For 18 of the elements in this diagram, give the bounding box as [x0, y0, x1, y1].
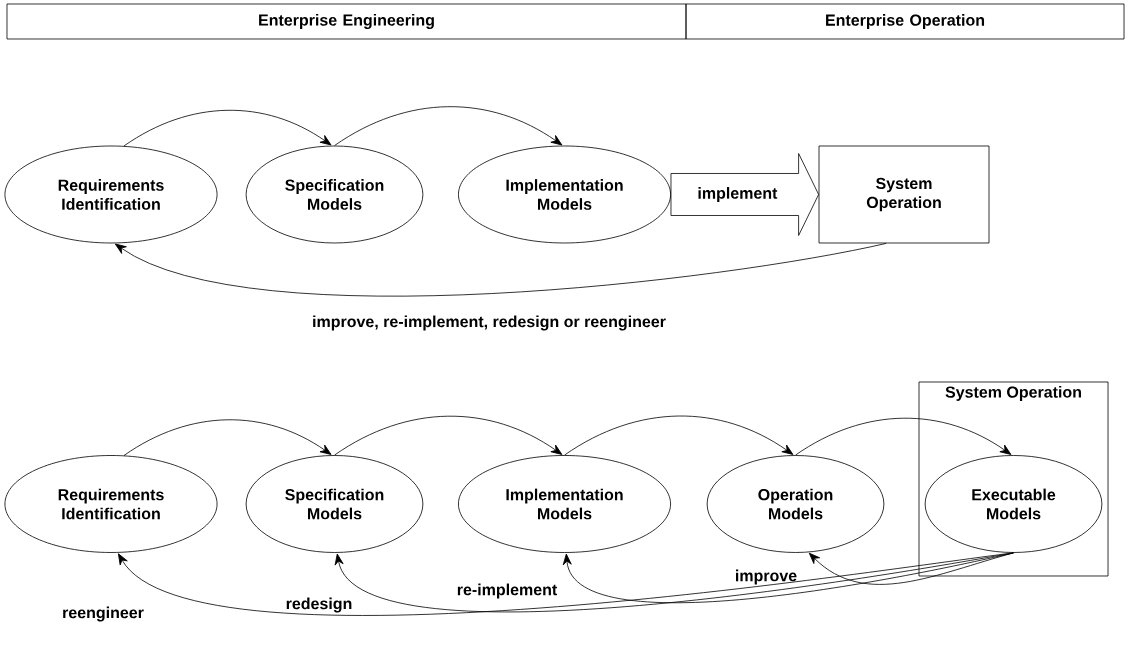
- edge-label: improve: [736, 569, 797, 585]
- arrow: [123, 419, 332, 456]
- header-cell: Enterprise Operation: [685, 3, 1125, 40]
- header-cell: Enterprise Engineering: [6, 3, 687, 40]
- arrow: [334, 106, 563, 146]
- arrow: [795, 417, 1012, 456]
- edge-label: improve, re-implement, redesign or reengineer: [313, 315, 666, 331]
- block-arrow: [670, 153, 819, 236]
- arrow: [118, 552, 1014, 616]
- arrow: [114, 243, 887, 297]
- edge-label: redesign: [286, 597, 352, 613]
- edge-label: reengineer: [63, 606, 144, 622]
- arrow: [564, 415, 794, 456]
- edge-label: implement: [698, 187, 778, 202]
- edge-label: re-implement: [457, 583, 558, 599]
- arrow: [123, 109, 332, 147]
- arrow: [334, 415, 563, 456]
- process-box: System Operation: [818, 145, 990, 244]
